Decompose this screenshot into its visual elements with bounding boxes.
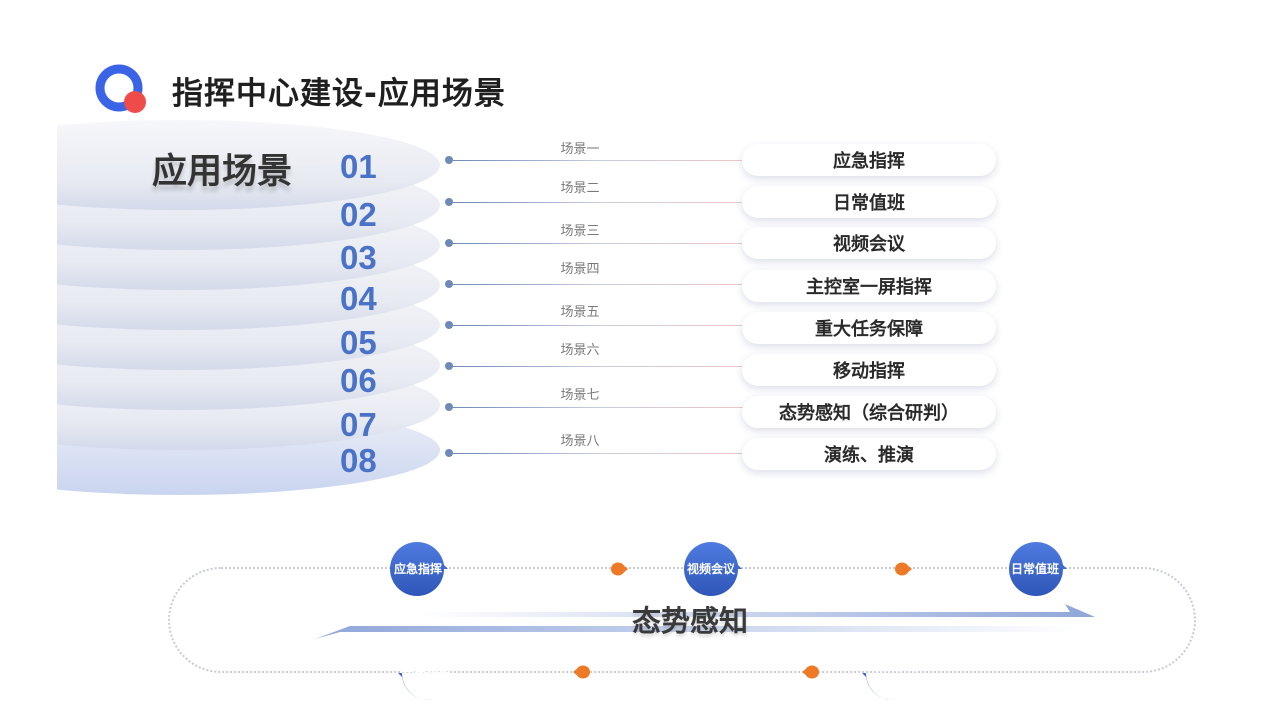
scene-label: 场景六 (560, 343, 600, 358)
connector-dot (445, 449, 453, 457)
scene-label: 场景一 (560, 142, 600, 157)
q-logo-icon (95, 64, 146, 113)
connector-dot (445, 362, 453, 370)
bidirectional-arrow-icon (315, 604, 1095, 639)
node-label: 视频会议 (686, 562, 735, 576)
scene-number: 08 (340, 442, 377, 479)
connector-line (453, 407, 748, 408)
scene-pill: 重大任务保障 (742, 312, 996, 344)
connector-dot (445, 280, 453, 288)
blue-drop-icon (390, 541, 448, 596)
connector-dot (445, 321, 453, 329)
scene-pill: 态势感知（综合研判） (742, 396, 996, 428)
connector-dot (445, 198, 453, 206)
connector-line (453, 325, 748, 326)
scene-pill: 视频会议 (742, 227, 996, 259)
scene-number: 07 (340, 406, 377, 443)
blue-drop-icon (1009, 541, 1067, 596)
scene-label: 场景七 (560, 388, 600, 403)
orange-dot-icon (802, 665, 819, 679)
connector-dot (445, 156, 453, 164)
scene-number: 03 (340, 239, 377, 276)
cycle-loop (168, 567, 1196, 673)
orange-dot-icon (895, 562, 912, 576)
connector-dot (445, 239, 453, 247)
node-label: 日常值班 (1010, 562, 1059, 576)
connector-line (453, 284, 748, 285)
scene-label: 场景二 (560, 181, 600, 196)
scene-number: 05 (340, 324, 377, 361)
scene-label: 场景五 (560, 305, 600, 320)
connector-line (453, 366, 748, 367)
scene-pill: 移动指挥 (742, 354, 996, 386)
stack-title: 应用场景 (152, 152, 293, 192)
connector-line (453, 243, 748, 244)
connector-dot (445, 403, 453, 411)
scene-number: 02 (340, 196, 377, 233)
connector-line (453, 160, 748, 161)
disc-stack-graphic (57, 120, 440, 495)
page-title: 指挥中心建设-应用场景 (172, 76, 506, 112)
connector-line (453, 453, 748, 454)
node-label: 应急指挥 (393, 562, 442, 576)
scene-label: 场景八 (560, 434, 600, 449)
scene-label: 场景四 (560, 262, 600, 277)
center-label: 态势感知 (631, 604, 748, 638)
node-label: 一屏指控 (401, 665, 450, 679)
scene-number: 06 (340, 362, 377, 399)
scene-pill: 日常值班 (742, 186, 996, 218)
scene-pill: 演练、推演 (742, 438, 996, 470)
node-label: 重大任务 保障 (875, 660, 919, 686)
scene-number: 01 (340, 148, 377, 185)
connector-line (453, 202, 748, 203)
scene-number: 04 (340, 280, 377, 317)
orange-dot-icon (573, 665, 590, 679)
scene-label: 场景三 (560, 224, 600, 239)
scene-pill: 主控室一屏指挥 (742, 270, 996, 302)
orange-dot-icon (611, 562, 628, 576)
blue-drop-icon (684, 541, 742, 596)
scene-pill: 应急指挥 (742, 144, 996, 176)
